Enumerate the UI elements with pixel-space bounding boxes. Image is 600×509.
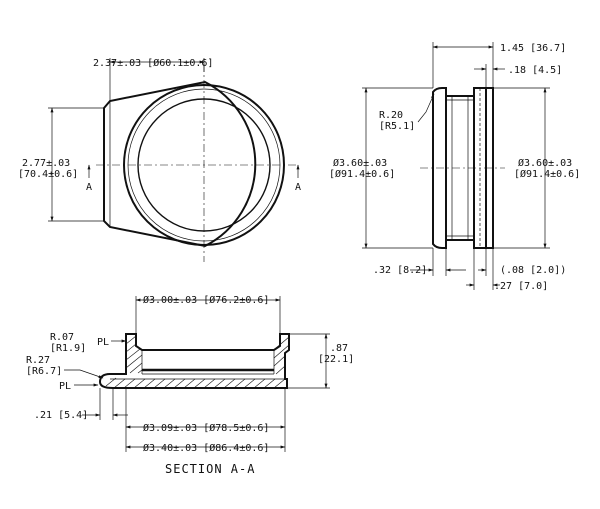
side-diameter-left-in: Ø3.60±.03 [333, 157, 387, 169]
side-radius-in: R.20 [379, 110, 403, 121]
section-lip-dim: .21 [5.4] [34, 410, 88, 421]
section-pl-bottom: PL [59, 381, 71, 392]
front-view: 2.37±.03 [Ø60.1±0.6] 2.77±.03 [70.4±0.6]… [18, 57, 301, 262]
side-gap-dim: (.08 [2.0]) [500, 265, 566, 276]
side-diameter-right-in: Ø3.60±.03 [518, 157, 572, 169]
section-hatching [105, 335, 290, 389]
section-top-diameter: Ø3.00±.03 [Ø76.2±0.6] [143, 294, 269, 306]
section-marker-right: A [295, 182, 301, 193]
front-body-outline [103, 80, 257, 248]
section-pl-top: PL [97, 337, 109, 348]
side-overall-depth: 1.45 [36.7] [500, 43, 566, 54]
section-radius-large-mm: [R6.7] [26, 366, 62, 377]
side-diameter-right-mm: [Ø91.4±0.6] [514, 168, 580, 180]
section-height-in: .87 [330, 343, 348, 354]
front-width-dim: 2.37±.03 [Ø60.1±0.6] [93, 57, 213, 69]
side-ring-dim: .27 [7.0] [494, 281, 548, 292]
section-profile [98, 333, 290, 389]
side-flange-thickness: .32 [8.2] [373, 265, 427, 276]
side-groove-width: .18 [4.5] [508, 65, 562, 76]
front-height-dim-mm: [70.4±0.6] [18, 169, 78, 180]
side-radius-mm: [R5.1] [379, 121, 415, 132]
section-outer-diameter: Ø3.40±.03 [Ø86.4±0.6] [143, 442, 269, 454]
side-diameter-left-mm: [Ø91.4±0.6] [329, 168, 395, 180]
section-height-mm: [22.1] [318, 354, 354, 365]
section-inner-diameter: Ø3.09±.03 [Ø78.5±0.6] [143, 422, 269, 434]
section-radius-small-in: R.07 [50, 332, 74, 343]
section-marker-left: A [86, 182, 92, 193]
side-view: 1.45 [36.7] .18 [4.5] R.20 [R5.1] Ø3.60±… [329, 42, 580, 292]
front-height-dim-in: 2.77±.03 [22, 158, 70, 169]
section-view: Ø3.00±.03 [Ø76.2±0.6] R.07 [R1.9] PL R.2… [26, 294, 354, 476]
section-radius-small-mm: [R1.9] [50, 343, 86, 354]
section-radius-large-in: R.27 [26, 355, 50, 366]
section-title: SECTION A-A [165, 462, 255, 476]
